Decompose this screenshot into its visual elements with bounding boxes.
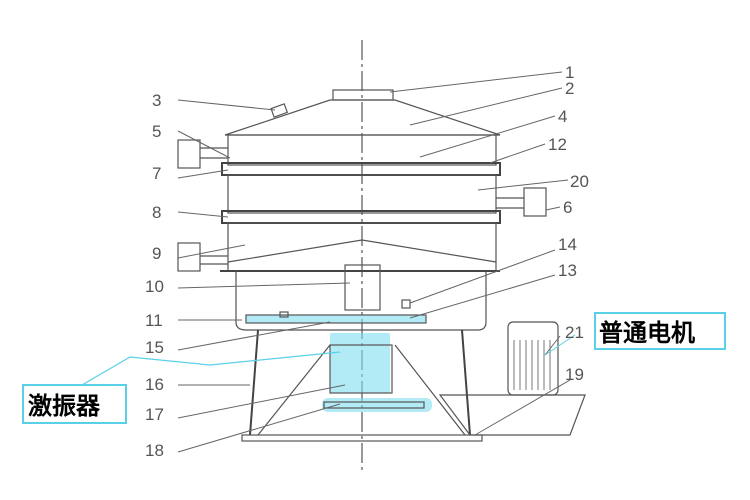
vibrator-callout: 激振器 — [28, 391, 101, 420]
vibrator-highlight — [330, 333, 390, 393]
frame-middle — [227, 174, 497, 214]
label-14: 14 — [558, 235, 577, 254]
shaft-housing — [344, 264, 381, 311]
vibrator-callout-box — [22, 384, 127, 424]
plate-highlight — [246, 315, 426, 323]
label-11: 11 — [145, 311, 163, 330]
vibrator — [329, 344, 393, 394]
label-6: 6 — [563, 198, 572, 217]
label-3: 3 — [152, 91, 161, 110]
label-17: 17 — [145, 405, 164, 424]
motor — [507, 321, 559, 396]
observation-port — [270, 103, 289, 118]
motor-platform — [438, 394, 586, 436]
label-5: 5 — [152, 122, 161, 141]
motor-callout-box — [594, 312, 726, 350]
top-cover — [224, 99, 501, 136]
label-21: 21 — [565, 323, 584, 342]
inlet — [332, 89, 394, 101]
label-7: 7 — [152, 164, 161, 183]
pulley — [323, 401, 425, 409]
label-8: 8 — [152, 203, 161, 222]
label-2: 2 — [565, 79, 574, 98]
label-15: 15 — [145, 338, 164, 357]
motor-callout: 普通电机 — [599, 318, 695, 347]
label-13: 13 — [558, 261, 577, 280]
label-10: 10 — [145, 277, 164, 296]
label-9: 9 — [152, 244, 161, 263]
base-body — [235, 271, 487, 331]
base-plate — [241, 434, 483, 442]
label-16: 16 — [145, 375, 164, 394]
outlet-right — [523, 187, 547, 217]
label-1: 1 — [565, 63, 574, 82]
label-12: 12 — [548, 135, 567, 154]
outlet-upper — [177, 139, 201, 169]
label-18: 18 — [145, 441, 164, 460]
label-20: 20 — [570, 172, 589, 191]
outlet-lower — [177, 242, 201, 272]
label-19: 19 — [565, 365, 584, 384]
label-4: 4 — [558, 107, 567, 126]
frame-upper — [227, 134, 497, 166]
